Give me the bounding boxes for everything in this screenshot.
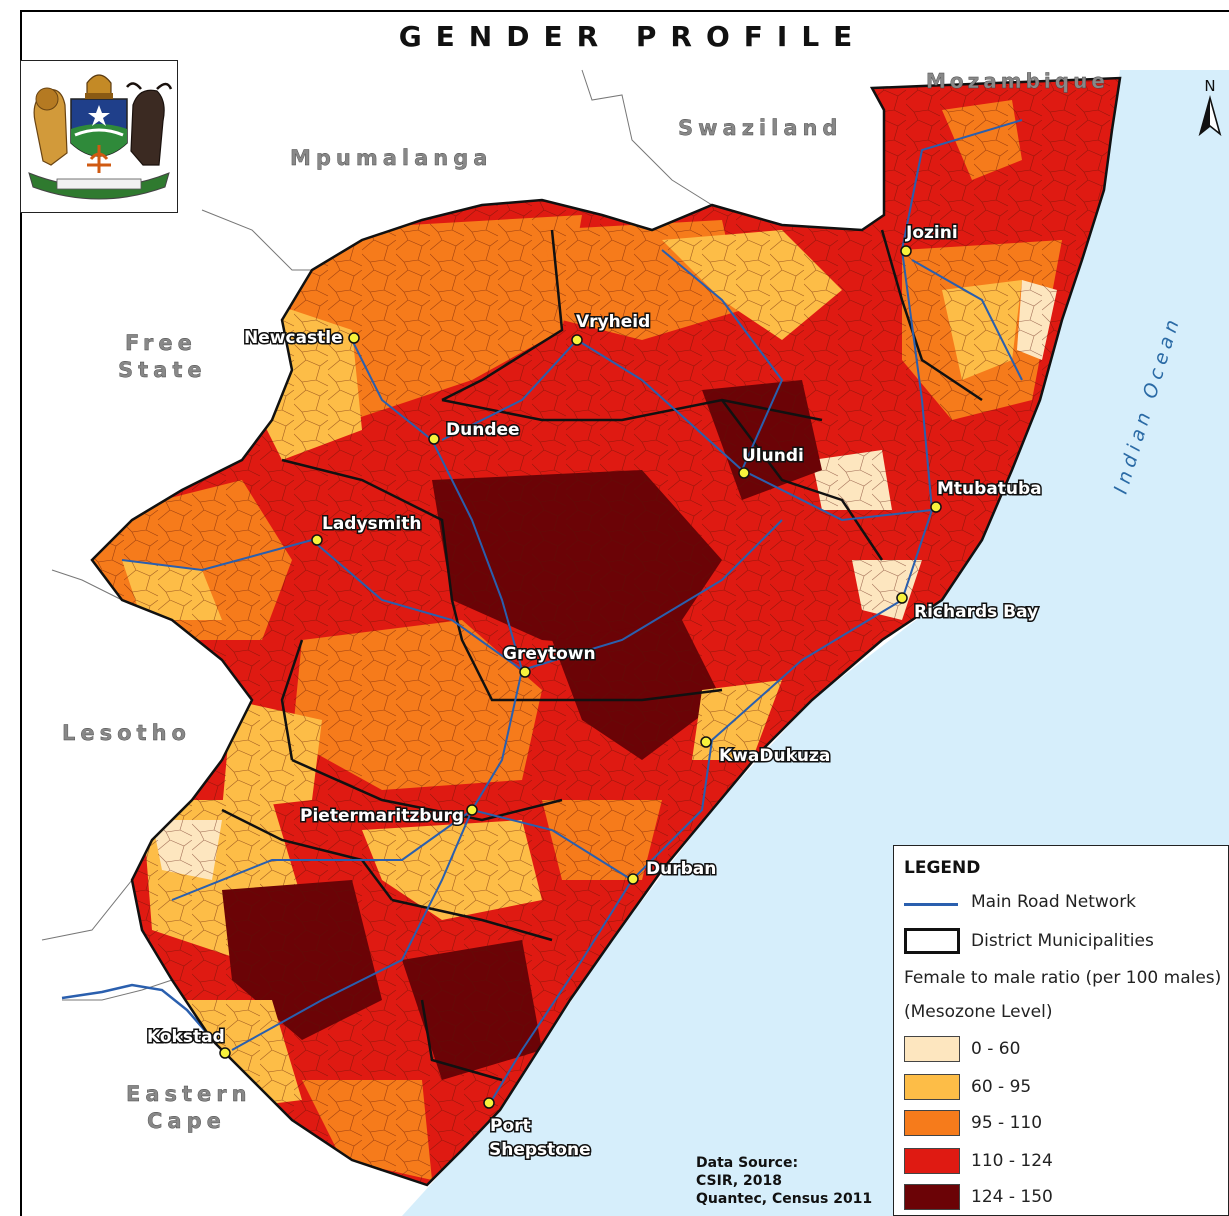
legend-district-label: District Municipalities	[971, 931, 1154, 951]
town-label-durban: Durban	[646, 859, 716, 879]
town-label-greytown: Greytown	[503, 644, 596, 664]
town-dot-richards-bay	[896, 592, 908, 604]
label-mpumalanga: Mpumalanga	[290, 146, 492, 170]
legend-swatch-95-110	[904, 1110, 960, 1136]
town-dot-vryheid	[571, 334, 583, 346]
main-road-network	[121, 119, 1023, 1101]
source-line-1: Data Source:	[696, 1155, 799, 1171]
town-label-mtubatuba: Mtubatuba	[937, 479, 1042, 499]
label-mozambique: Mozambique	[926, 69, 1109, 93]
region-labels: Mozambique Swaziland Mpumalanga Free Sta…	[62, 69, 1109, 1133]
town-dot-port-shepstone	[483, 1097, 495, 1109]
town-label-richards-bay: Richards Bay	[914, 602, 1038, 622]
river	[61, 983, 223, 1051]
legend-class-label: 60 - 95	[971, 1077, 1032, 1097]
data-source-note: Data Source: CSIR, 2018 Quantec, Census …	[696, 1154, 872, 1208]
road-network-legend-line	[904, 903, 958, 906]
source-line-3: Quantec, Census 2011	[696, 1191, 873, 1207]
label-free: Free	[125, 331, 197, 355]
legend-class-label: 0 - 60	[971, 1039, 1021, 1059]
coat-of-arms-icon	[28, 74, 173, 200]
legend-class-label: 124 - 150	[971, 1187, 1053, 1207]
map-legend: LEGEND Main Road Network District Munici…	[893, 845, 1229, 1216]
coat-of-arms-logo	[20, 60, 178, 213]
town-labels: Jozini Vryheid Newcastle Dundee Ulundi M…	[146, 222, 1044, 1162]
town-dot-durban	[627, 873, 639, 885]
town-label-port: Port	[490, 1116, 531, 1136]
legend-class-label: 95 - 110	[971, 1113, 1043, 1133]
legend-class-label: 110 - 124	[971, 1151, 1053, 1171]
town-label-vryheid: Vryheid	[576, 312, 650, 332]
legend-road-label: Main Road Network	[971, 892, 1137, 912]
town-label-kokstad: Kokstad	[147, 1027, 225, 1047]
town-label-pietermaritzburg: Pietermaritzburg	[300, 806, 464, 826]
legend-swatch-124-150	[904, 1184, 960, 1210]
town-dot-ladysmith	[311, 534, 323, 546]
town-dot-kwadukuza	[700, 736, 712, 748]
north-label: N	[1204, 77, 1215, 95]
town-dot-pietermaritzburg	[466, 804, 478, 816]
town-markers	[219, 245, 942, 1109]
legend-ratio-label: Female to male ratio (per 100 males)	[904, 968, 1222, 988]
town-label-shepstone: Shepstone	[489, 1140, 591, 1160]
label-state: State	[118, 358, 207, 382]
town-label-newcastle: Newcastle	[244, 328, 343, 348]
legend-swatch-0-60	[904, 1036, 960, 1062]
town-dot-ulundi	[738, 467, 750, 479]
town-dot-dundee	[428, 433, 440, 445]
label-swaziland: Swaziland	[678, 116, 842, 140]
town-label-kwadukuza: KwaDukuza	[719, 746, 830, 766]
label-lesotho: Lesotho	[62, 721, 191, 745]
label-eastern: Eastern	[126, 1082, 252, 1106]
legend-level-label: (Mesozone Level)	[904, 1002, 1053, 1022]
north-arrow-icon: N	[1198, 77, 1222, 137]
legend-swatch-110-124	[904, 1148, 960, 1174]
title-bar: GENDER PROFILE	[20, 10, 1229, 62]
town-dot-kokstad	[219, 1047, 231, 1059]
district-legend-box	[904, 928, 960, 954]
town-dot-greytown	[519, 666, 531, 678]
legend-swatch-60-95	[904, 1074, 960, 1100]
town-dot-newcastle	[348, 332, 360, 344]
source-line-2: CSIR, 2018	[696, 1173, 783, 1189]
legend-title: LEGEND	[904, 858, 981, 878]
page-title: GENDER PROFILE	[398, 19, 867, 53]
town-label-dundee: Dundee	[446, 420, 520, 440]
town-dot-mtubatuba	[930, 501, 942, 513]
label-cape: Cape	[147, 1109, 226, 1133]
town-label-ulundi: Ulundi	[742, 446, 804, 466]
town-label-jozini: Jozini	[905, 223, 958, 243]
town-label-ladysmith: Ladysmith	[322, 514, 421, 534]
province-borders	[41, 69, 713, 1001]
town-dot-jozini	[900, 245, 912, 257]
